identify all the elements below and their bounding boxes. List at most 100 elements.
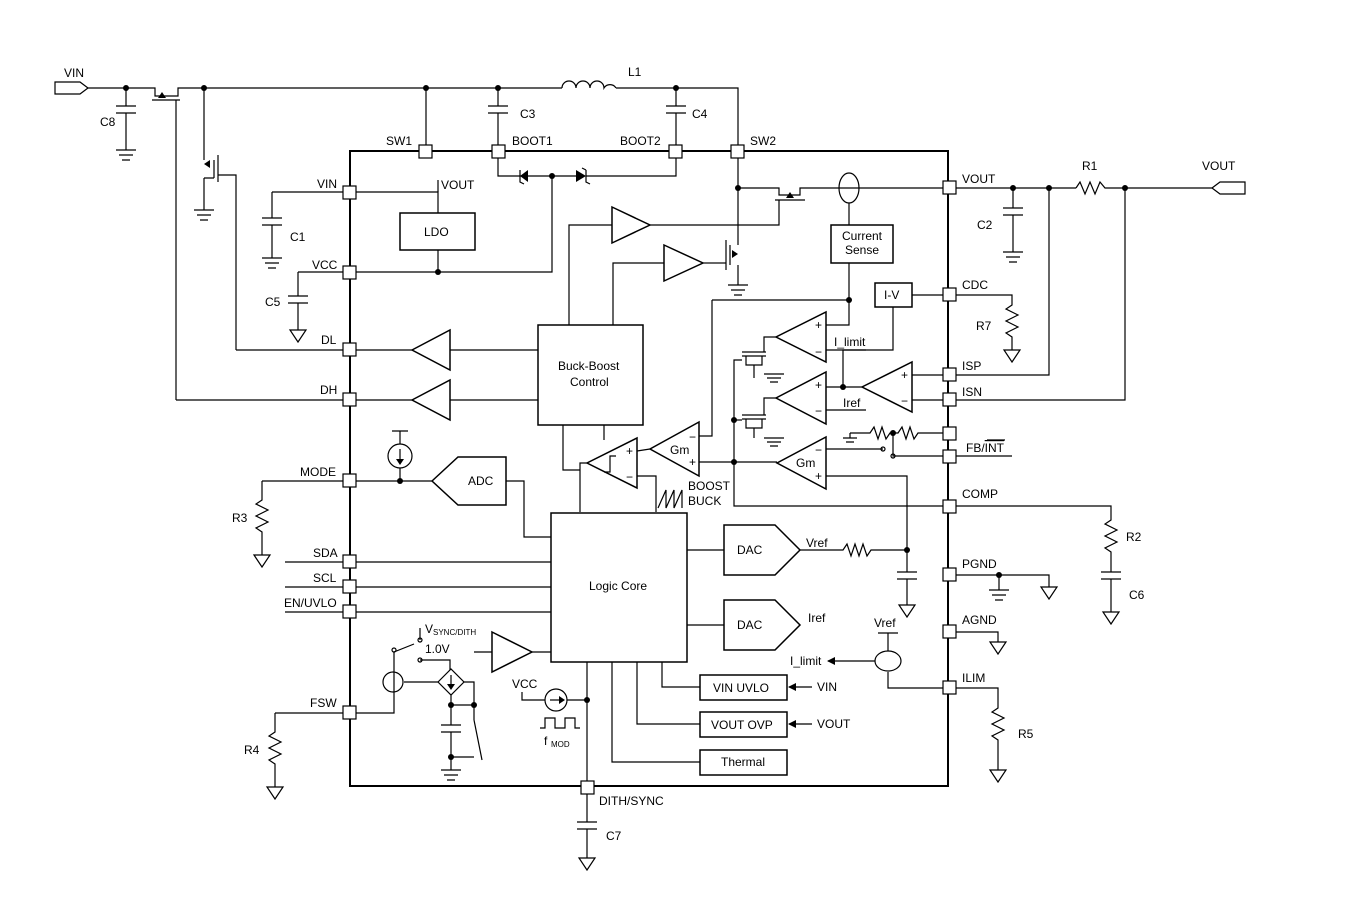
r7-label: R7 [976, 319, 992, 333]
pin-agnd [942, 624, 957, 639]
vsync-sub-label: SYNC/DITH [433, 628, 476, 637]
sync-buffer [491, 630, 534, 674]
c7-label: C7 [606, 829, 622, 843]
pin-fsw-label: FSW [310, 696, 337, 710]
pin-sw2-label: SW2 [750, 134, 776, 148]
boost-label: BOOST [688, 479, 731, 493]
pin-boot1 [491, 144, 506, 159]
pin-sda [342, 554, 357, 569]
iref-clamp-fet [742, 414, 784, 447]
pin-dl-label: DL [321, 333, 337, 347]
iref-comparator [774, 370, 827, 426]
pin-sw2 [730, 144, 745, 159]
adc-label: ADC [468, 474, 494, 488]
gm2-amplifier [775, 435, 827, 491]
gm1-label: Gm [670, 443, 689, 457]
ilimit-ilim-label: I_limit [790, 654, 822, 668]
pin-isn-label: ISN [962, 385, 982, 399]
thermal-label: Thermal [721, 755, 765, 769]
iv-label: I-V [884, 288, 899, 302]
iref-signal-label: Iref [843, 396, 861, 410]
fmod-waveform [540, 717, 580, 729]
pin-vcc [342, 265, 357, 280]
bottom-gate-driver [663, 243, 705, 283]
v1-label: 1.0V [425, 642, 450, 656]
ilimit-clamp-fet [742, 351, 784, 383]
pin-scl-label: SCL [313, 571, 337, 585]
bb-control-label-1: Buck-Boost [558, 359, 620, 373]
c2-label: C2 [977, 218, 993, 232]
sawtooth-ramp [657, 489, 683, 509]
pin-pgnd-label: PGND [962, 557, 997, 571]
pin-mode-label: MODE [300, 465, 336, 479]
pin-vcc-label: VCC [312, 258, 338, 272]
c5-label: C5 [265, 295, 281, 309]
pin-boot2 [668, 144, 683, 159]
pin-boot2-label: BOOT2 [620, 134, 661, 148]
pin-vout-label: VOUT [962, 172, 996, 186]
thermal-block [699, 749, 788, 776]
buck-boost-control-block [537, 324, 644, 426]
pin-ilim [942, 680, 957, 695]
ic-boundary [349, 150, 949, 787]
c4-label: C4 [692, 107, 708, 121]
dac-iref-label: DAC [737, 618, 763, 632]
pin-boot1-label: BOOT1 [512, 134, 553, 148]
vin-switch-fet [194, 88, 237, 350]
pin-isp-label: ISP [962, 359, 981, 373]
gm1-amplifier [648, 420, 700, 478]
dac-vref-label: DAC [737, 543, 763, 557]
r5-label: R5 [1018, 727, 1034, 741]
gm2-minus: − [815, 443, 822, 457]
pin-fb [942, 426, 957, 441]
output-fet [738, 187, 838, 201]
logic-core-label: Logic Core [589, 579, 647, 593]
uvlo-vin-label: VIN [817, 680, 837, 694]
dac-iref-block [723, 599, 802, 651]
r2-label: R2 [1126, 530, 1142, 544]
pin-cdc-label: CDC [962, 278, 988, 292]
gm1-plus: + [689, 455, 696, 469]
pin-sda-label: SDA [313, 546, 338, 560]
c3-label: C3 [520, 107, 536, 121]
pin-sw1 [418, 144, 433, 159]
pin-mode [342, 473, 357, 488]
pin-dith-sync-label: DITH/SYNC [599, 794, 664, 808]
pin-ilim-label: ILIM [962, 671, 985, 685]
r3-label: R3 [232, 511, 248, 525]
pin-dith-sync [580, 780, 595, 795]
pin-scl [342, 579, 357, 594]
ilimit-minus: − [815, 345, 822, 359]
current-sense-block [830, 224, 894, 264]
buck-label: BUCK [688, 494, 721, 508]
fmod-sub-label: MOD [551, 740, 570, 749]
current-sense-label-2: Sense [845, 243, 879, 257]
vout-output-connector: VOUT [1202, 159, 1246, 195]
pin-vout [942, 180, 957, 195]
vin-input-connector: VIN [54, 66, 89, 95]
pin-en-uvlo [342, 604, 357, 619]
vout-ovp-label: VOUT OVP [711, 718, 773, 732]
pin-dl [342, 342, 357, 357]
vref-dac-label: Vref [806, 536, 828, 550]
dh-driver [410, 378, 451, 422]
c8-label: C8 [100, 115, 116, 129]
bb-control-label-2: Control [570, 375, 609, 389]
top-gate-driver [611, 205, 652, 245]
r1-label: R1 [1082, 159, 1098, 173]
gm2-plus: + [815, 469, 822, 483]
fmod-label: f [544, 734, 548, 748]
ovp-vout-label: VOUT [817, 717, 851, 731]
pin-fb-int-label: FB/INT [966, 441, 1005, 455]
c1-label: C1 [290, 230, 306, 244]
gm2-label: Gm [796, 456, 815, 470]
pin-en-uvlo-label: EN/UVLO [284, 596, 337, 610]
pin-comp [942, 499, 957, 514]
boot-diodes [350, 158, 677, 273]
r4-label: R4 [244, 743, 260, 757]
mode-current-source [387, 430, 413, 481]
gm1-minus: − [689, 430, 696, 444]
logic-core-block [550, 512, 688, 663]
ldo-vout-label: VOUT [441, 178, 475, 192]
dac-vref-block [723, 524, 802, 576]
